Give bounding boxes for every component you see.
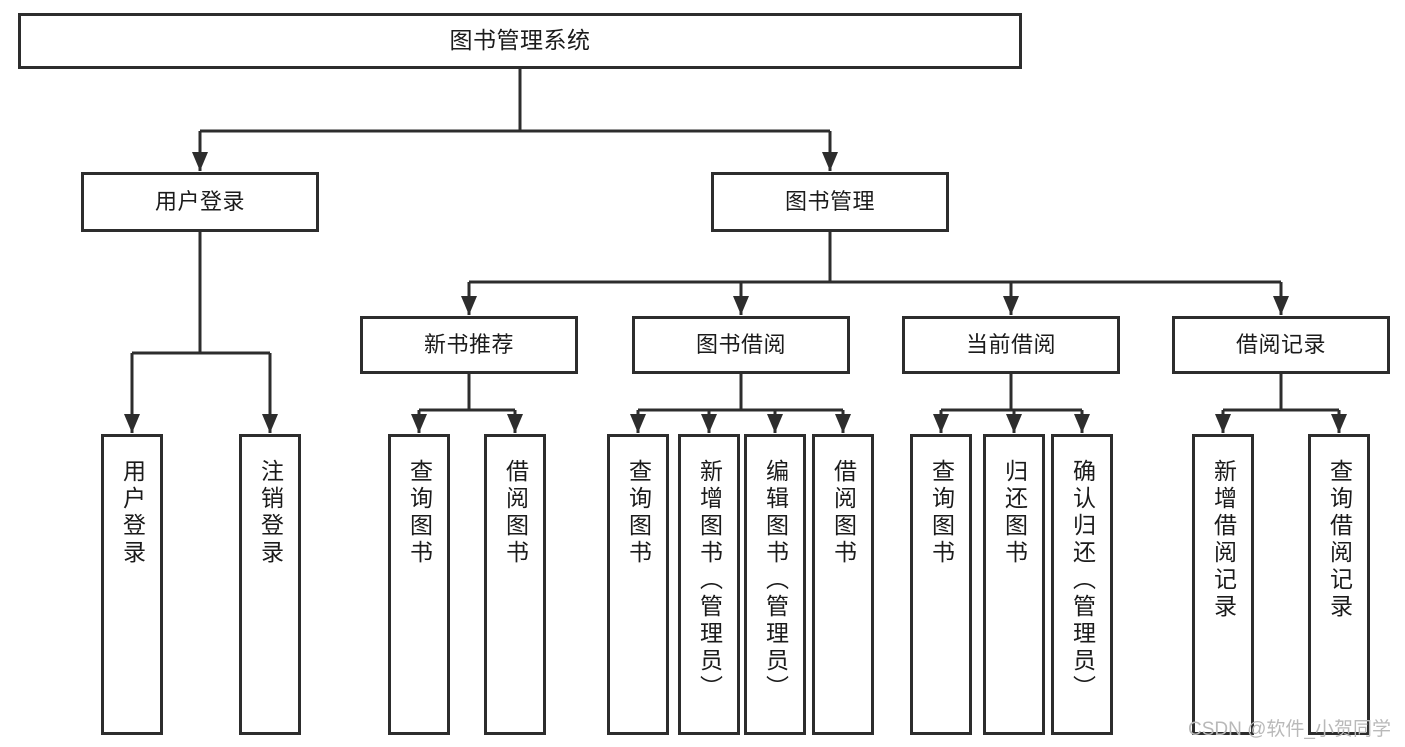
node-current-borrow[interactable]: 当前借阅 [902, 316, 1120, 374]
node-borrow-record-label: 借阅记录 [1235, 331, 1326, 357]
leaf-add-book-label: 新增图书（管理员） [696, 459, 723, 702]
leaf-add-borrow-record-label: 新增借阅记录 [1210, 459, 1237, 621]
leaf-query-book-1-label: 查询图书 [406, 459, 433, 567]
node-root[interactable]: 图书管理系统 [18, 13, 1022, 69]
node-book-borrow[interactable]: 图书借阅 [632, 316, 850, 374]
leaf-logout-label: 注销登录 [257, 459, 284, 567]
node-root-label: 图书管理系统 [449, 27, 591, 54]
leaf-confirm-return[interactable]: 确认归还（管理员） [1051, 434, 1113, 735]
leaf-query-book-2-label: 查询图书 [625, 459, 652, 567]
node-user-login[interactable]: 用户登录 [81, 172, 319, 232]
node-current-borrow-label: 当前借阅 [965, 331, 1056, 357]
node-book-management-label: 图书管理 [784, 188, 875, 214]
leaf-logout[interactable]: 注销登录 [239, 434, 301, 735]
leaf-edit-book-label: 编辑图书（管理员） [762, 459, 789, 702]
leaf-return-book-label: 归还图书 [1001, 459, 1028, 567]
leaf-add-book[interactable]: 新增图书（管理员） [678, 434, 740, 735]
node-user-login-label: 用户登录 [154, 188, 245, 214]
leaf-query-book-3[interactable]: 查询图书 [910, 434, 972, 735]
node-new-book-recommendation-label: 新书推荐 [423, 331, 514, 357]
leaf-add-borrow-record[interactable]: 新增借阅记录 [1192, 434, 1254, 735]
leaf-query-borrow-record[interactable]: 查询借阅记录 [1308, 434, 1370, 735]
leaf-borrow-book-2-label: 借阅图书 [830, 459, 857, 567]
leaf-query-borrow-record-label: 查询借阅记录 [1326, 459, 1353, 621]
node-book-borrow-label: 图书借阅 [695, 331, 786, 357]
leaf-borrow-book-2[interactable]: 借阅图书 [812, 434, 874, 735]
leaf-confirm-return-label: 确认归还（管理员） [1069, 459, 1096, 702]
leaf-user-login[interactable]: 用户登录 [101, 434, 163, 735]
leaf-borrow-book-1[interactable]: 借阅图书 [484, 434, 546, 735]
leaf-query-book-3-label: 查询图书 [928, 459, 955, 567]
leaf-user-login-label: 用户登录 [119, 459, 146, 567]
node-new-book-recommendation[interactable]: 新书推荐 [360, 316, 578, 374]
node-book-management[interactable]: 图书管理 [711, 172, 949, 232]
leaf-return-book[interactable]: 归还图书 [983, 434, 1045, 735]
leaf-borrow-book-1-label: 借阅图书 [502, 459, 529, 567]
csdn-watermark: CSDN @软件_小贺同学 [1188, 719, 1391, 740]
leaf-edit-book[interactable]: 编辑图书（管理员） [744, 434, 806, 735]
node-borrow-record[interactable]: 借阅记录 [1172, 316, 1390, 374]
leaf-query-book-2[interactable]: 查询图书 [607, 434, 669, 735]
leaf-query-book-1[interactable]: 查询图书 [388, 434, 450, 735]
